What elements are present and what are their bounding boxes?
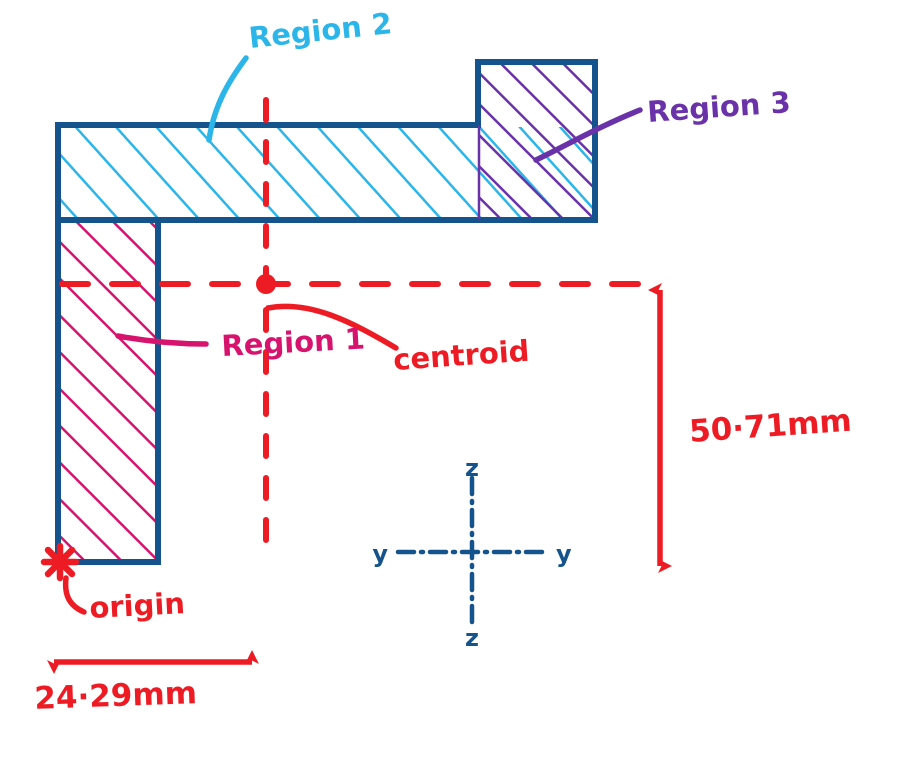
- region-1-leader-line: [115, 333, 209, 347]
- region-1-label: Region 1: [221, 322, 366, 363]
- section-outline: [55, 59, 598, 565]
- region-3-leader-line: [533, 107, 643, 163]
- centroid-centrelines: [59, 97, 663, 559]
- axis-label-y-left: y: [372, 540, 388, 568]
- horizontal-dimension-label: 24·29mm: [34, 675, 198, 717]
- region-hatching: [60, 64, 593, 560]
- centroid-label: centroid: [392, 334, 530, 377]
- centroid-point-marker: [256, 274, 276, 294]
- axis-cross: [395, 475, 549, 629]
- vertical-dimension-label: 50·71mm: [688, 403, 853, 450]
- origin-leader-line: [62, 575, 87, 615]
- centroid-leader-line: [265, 303, 399, 351]
- origin-label: origin: [89, 586, 186, 625]
- axis-label-z-top: z: [465, 454, 479, 482]
- axis-label-y-right: y: [556, 540, 572, 568]
- region-2-leader-line: [206, 55, 249, 143]
- region-2-label: Region 2: [247, 6, 393, 55]
- outer-profile-path: [55, 59, 598, 565]
- axis-label-z-bottom: z: [465, 624, 479, 652]
- region-1-hatch-fill: [60, 222, 156, 560]
- origin-marker: [40, 542, 80, 582]
- region-3-label: Region 3: [646, 85, 792, 129]
